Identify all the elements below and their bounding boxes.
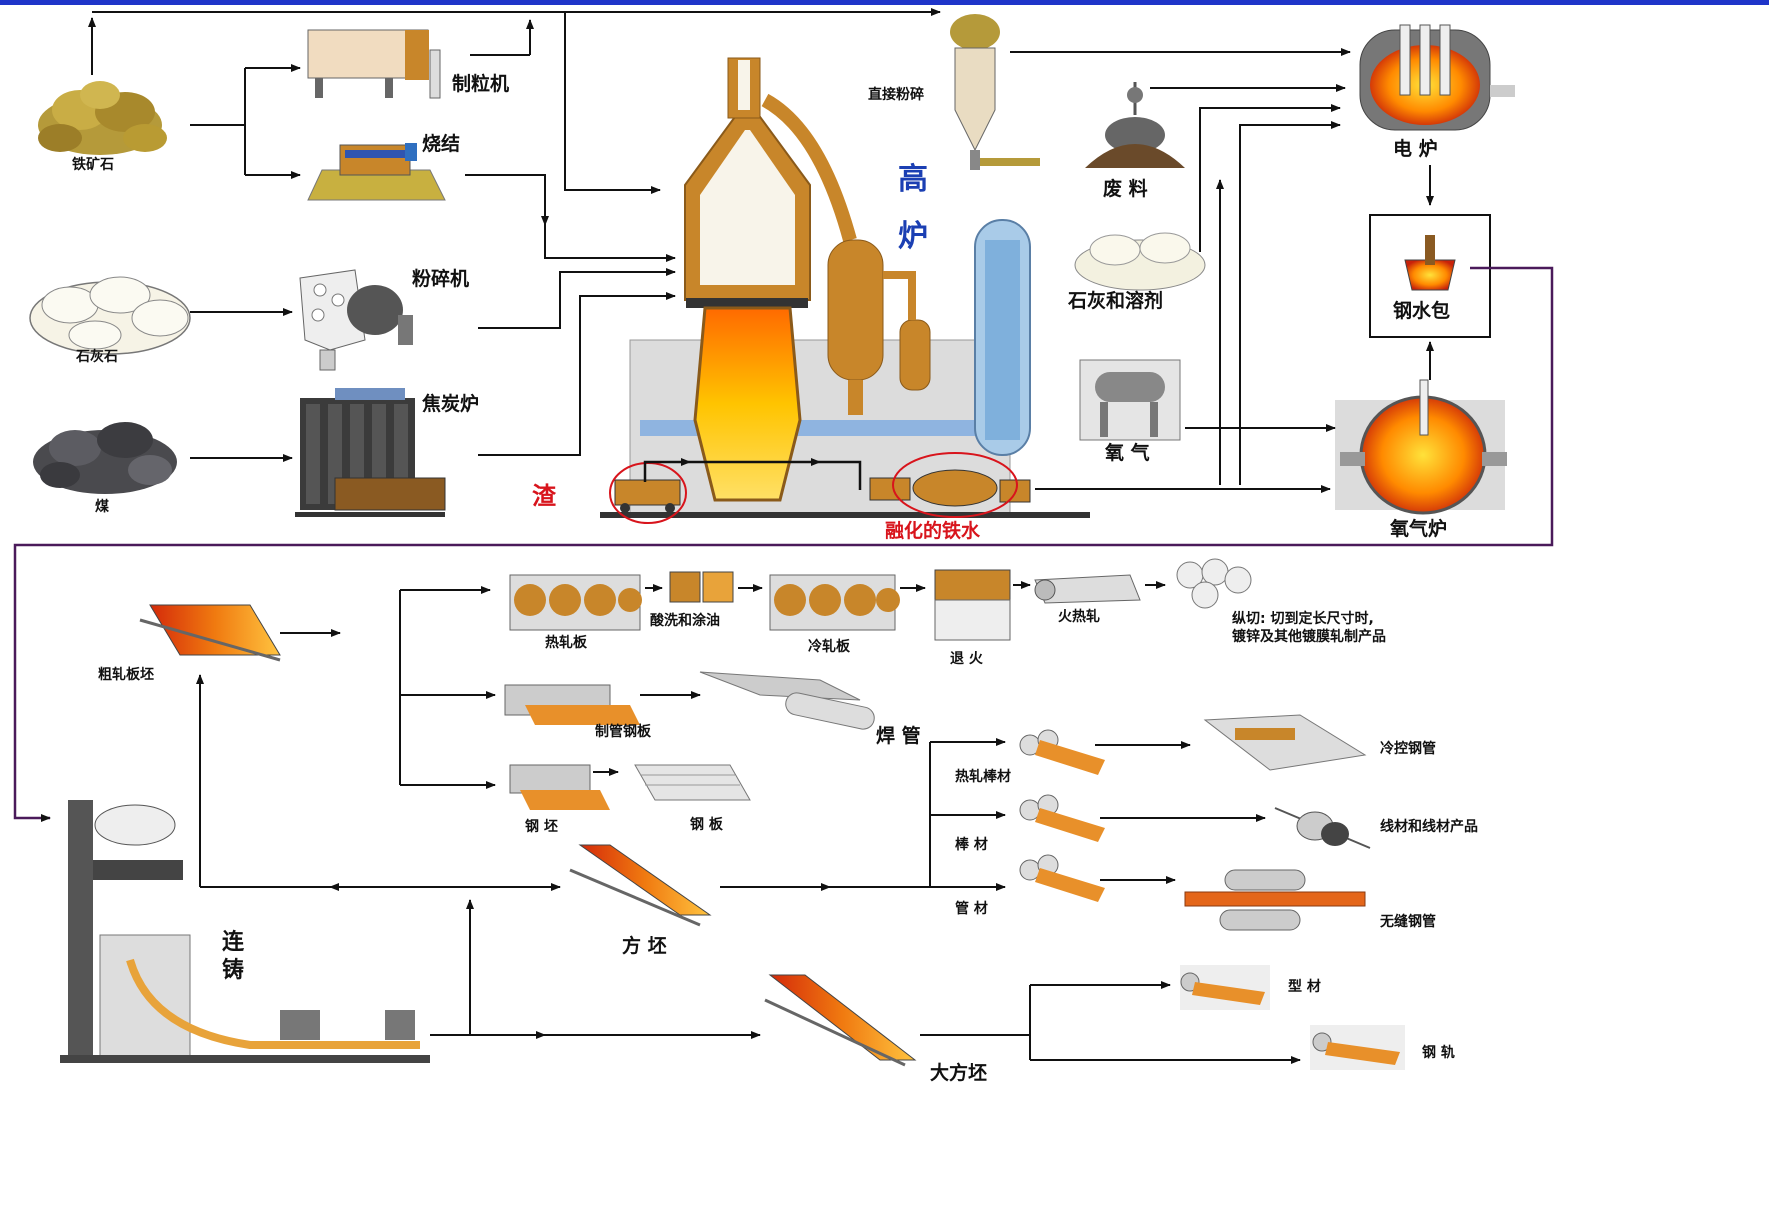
rail-image (1310, 1025, 1405, 1070)
label-cold-drawn-pipe: 冷控钢管 (1380, 742, 1436, 756)
label-iron-ore: 铁矿石 (72, 158, 114, 172)
label-blast-furnace-1: 高 (898, 165, 928, 195)
direct-crushing-unit (950, 14, 1040, 170)
label-direct-crushing: 直接粉碎 (868, 88, 924, 102)
oxygen-plant (1080, 360, 1180, 440)
label-bloom: 大方坯 (930, 1064, 987, 1083)
label-temper-rolling: 火热轧 (1058, 610, 1100, 624)
cold-drawn-pipe-image (1205, 715, 1365, 770)
label-coke-oven: 焦炭炉 (422, 395, 479, 414)
label-continuous-casting-2: 铸 (222, 960, 244, 982)
label-crusher: 粉碎机 (412, 270, 469, 289)
iron-ore-pile (38, 81, 167, 155)
annealing-image (935, 570, 1010, 640)
label-pelletizer: 制粒机 (452, 75, 509, 94)
wire-image (1275, 808, 1370, 848)
blast-furnace (600, 58, 1090, 518)
label-welded-pipe: 焊 管 (876, 727, 921, 746)
pipe-material-image (1020, 855, 1105, 902)
section-image (1180, 965, 1270, 1010)
rough-slab-image (140, 605, 280, 660)
label-rough-slab: 粗轧板坯 (98, 668, 154, 682)
label-oxygen-furnace: 氧气炉 (1390, 520, 1447, 539)
label-continuous-casting-1: 连 (222, 932, 244, 954)
label-oxygen: 氧 气 (1105, 444, 1150, 463)
label-coal: 煤 (95, 500, 109, 514)
electric-furnace (1360, 25, 1515, 130)
lime-flux-pile (1075, 233, 1205, 290)
steel-plate-image (635, 765, 750, 800)
label-ladle: 钢水包 (1393, 302, 1450, 321)
label-billet-slab: 钢 坯 (525, 820, 558, 834)
seamless-pipe-image (1185, 870, 1365, 930)
label-bar: 棒 材 (955, 838, 988, 852)
label-wire: 线材和线材产品 (1380, 820, 1478, 834)
label-hot-rolled-plate: 热轧板 (545, 636, 587, 650)
label-molten-iron: 融化的铁水 (885, 522, 980, 541)
square-billet-image (570, 845, 710, 925)
pipe-plate-image (505, 685, 640, 725)
label-scrap: 废 料 (1103, 180, 1148, 199)
cold-rolled-plate-image (770, 575, 900, 630)
label-slitting-line2: 镀锌及其他镀膜轧制产品 (1232, 630, 1386, 644)
label-limestone: 石灰石 (76, 350, 118, 364)
label-steel-plate: 钢 板 (690, 818, 723, 832)
coal-pile (33, 422, 177, 494)
label-square-billet: 方 坯 (622, 937, 667, 956)
label-seamless-pipe: 无缝钢管 (1380, 915, 1436, 929)
lower-flow-arrows (200, 585, 1300, 1060)
label-sintering: 烧结 (422, 135, 460, 154)
label-slitting-line1: 纵切: 切到定长尺寸时, (1232, 612, 1374, 626)
label-blast-furnace-2: 炉 (898, 222, 928, 252)
temper-rolling-image (1035, 575, 1140, 603)
label-pipe-plate: 制管钢板 (595, 725, 651, 739)
limestone-pile (30, 277, 190, 354)
hot-rolled-plate-image (510, 575, 642, 630)
hot-rolled-bar-image (1020, 730, 1105, 775)
bloom-image (765, 975, 915, 1065)
label-electric-furnace: 电 炉 (1393, 140, 1438, 159)
label-hot-rolled-bar: 热轧棒材 (955, 770, 1011, 784)
top-border (0, 0, 1769, 5)
continuous-caster (60, 800, 430, 1063)
oxygen-furnace (1335, 380, 1507, 513)
scrap-magnet (1085, 82, 1185, 168)
label-annealing: 退 火 (950, 652, 983, 666)
label-rail: 钢 轨 (1422, 1046, 1455, 1060)
pickling-oiling-image (670, 572, 733, 602)
coils-image (1177, 559, 1251, 608)
bar-image (1020, 795, 1105, 842)
label-cold-rolled-plate: 冷轧板 (808, 640, 850, 654)
crusher (300, 270, 413, 370)
label-slag: 渣 (532, 484, 556, 508)
label-section: 型 材 (1288, 980, 1321, 994)
pelletizer (308, 30, 440, 98)
label-pipe-material: 管 材 (955, 902, 988, 916)
label-lime-flux: 石灰和溶剂 (1068, 292, 1163, 311)
label-pickling-oiling: 酸洗和涂油 (650, 614, 720, 628)
welded-pipe-image (700, 672, 876, 731)
